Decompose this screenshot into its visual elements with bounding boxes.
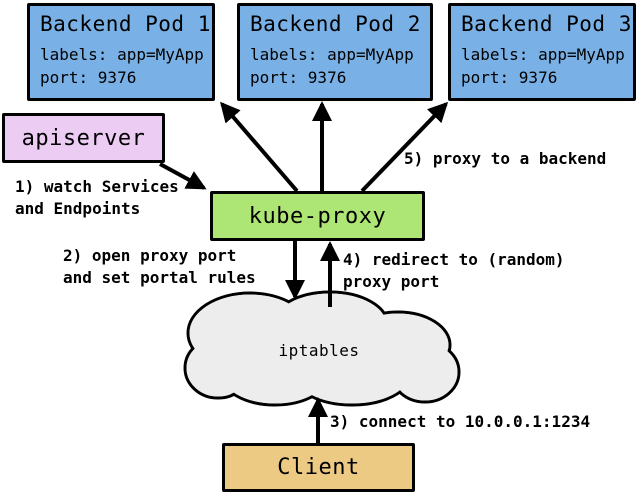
arrow-proxy-to-pod-1 [220, 101, 299, 193]
step-3-label: 3) connect to 10.0.0.1:1234 [330, 411, 590, 433]
pod-1-port: port: 9376 [40, 68, 137, 87]
pod-3-labels: labels: app=MyApp [461, 45, 625, 64]
step-1-line-1: 1) watch Services [15, 177, 179, 196]
backend-pod-1: Backend Pod 1 labels: app=MyApp port: 93… [27, 3, 215, 101]
pod-2-port: port: 9376 [250, 68, 347, 87]
backend-pod-2: Backend Pod 2 labels: app=MyApp port: 93… [237, 3, 433, 101]
step-2-line-2: and set portal rules [63, 268, 256, 287]
step-1-line-2: and Endpoints [15, 199, 141, 218]
pod-1-title: Backend Pod 1 [40, 12, 211, 36]
step-2-line-1: 2) open proxy port [63, 246, 237, 265]
pod-2-labels: labels: app=MyApp [250, 45, 414, 64]
step-5-label: 5) proxy to a backend [404, 148, 606, 170]
apiserver-title: apiserver [21, 125, 146, 151]
kube-proxy-title: kube-proxy [248, 203, 387, 229]
client-box: Client [222, 443, 415, 492]
step-3-line-1: 3) connect to 10.0.0.1:1234 [330, 412, 591, 431]
step-2-label: 2) open proxy port and set portal rules [63, 245, 256, 289]
arrow-proxy-to-pod-3 [360, 101, 449, 193]
step-5-line-1: 5) proxy to a backend [404, 149, 607, 168]
iptables-label: iptables [278, 341, 360, 360]
backend-pod-3: Backend Pod 3 labels: app=MyApp port: 93… [448, 3, 636, 101]
pod-1-labels: labels: app=MyApp [40, 45, 204, 64]
step-4-line-1: 4) redirect to (random) [343, 250, 565, 269]
iptables-cloud [183, 290, 461, 407]
step-4-label: 4) redirect to (random) proxy port [343, 249, 565, 293]
client-title: Client [277, 455, 360, 480]
pod-3-title: Backend Pod 3 [461, 12, 632, 36]
apiserver-box: apiserver [2, 113, 165, 163]
step-1-label: 1) watch Services and Endpoints [15, 176, 179, 220]
arrow-watch-services [159, 162, 207, 190]
step-4-line-2: proxy port [343, 272, 440, 291]
pod-3-port: port: 9376 [461, 68, 558, 87]
kube-proxy-box: kube-proxy [210, 191, 425, 241]
pod-2-title: Backend Pod 2 [250, 12, 421, 36]
